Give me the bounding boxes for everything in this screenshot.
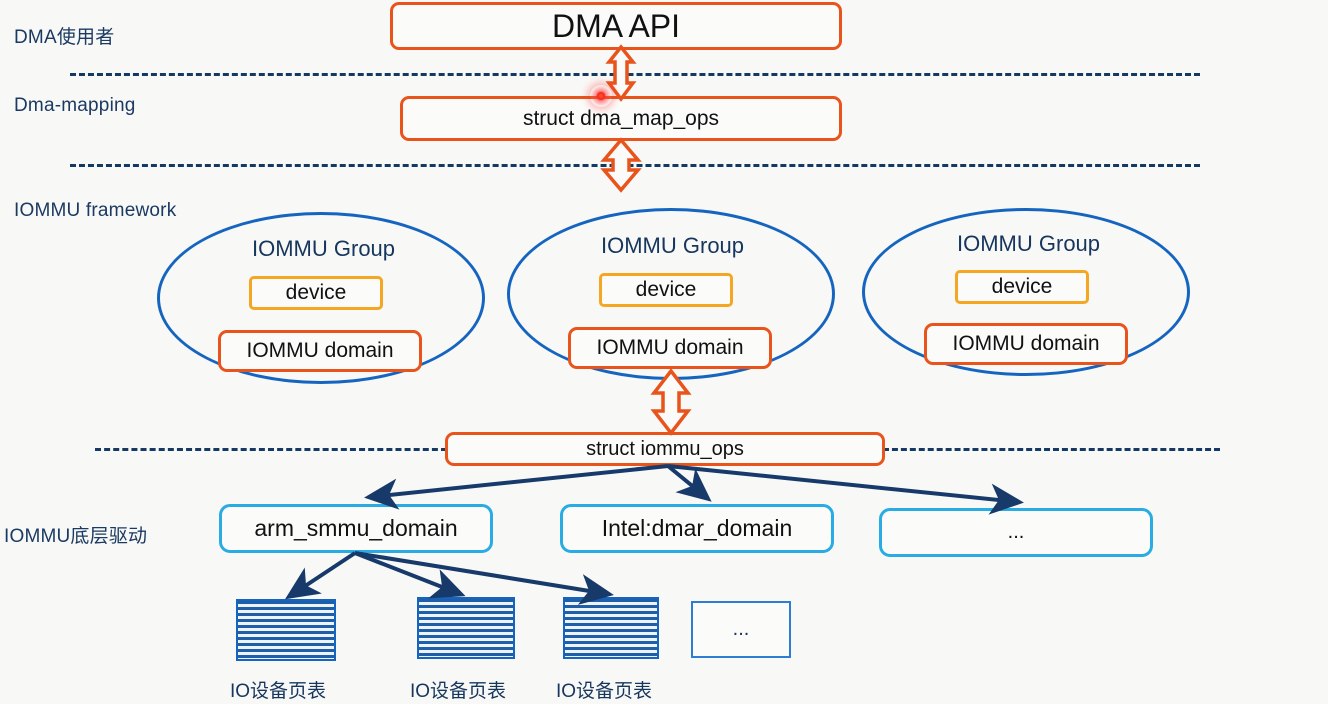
- iommu-group-ellipse-3: [862, 208, 1190, 376]
- box-other-domain[interactable]: ...: [879, 508, 1153, 557]
- box-iommu-domain-3[interactable]: IOMMU domain: [924, 323, 1128, 365]
- box-struct-dma-map-ops[interactable]: struct dma_map_ops: [400, 96, 842, 141]
- connector-iommu-ops-to-arm-smmu: [364, 464, 669, 510]
- iommu-group-title-1: IOMMU Group: [252, 236, 396, 261]
- double-arrow-iommu-group-to-iommu-ops: [650, 368, 692, 436]
- layer-label-dma-mapping: Dma-mapping: [14, 95, 136, 116]
- layer-separator-3-left: [95, 448, 447, 451]
- connector-iommu-ops-to-other: [667, 464, 1024, 515]
- connector-iommu-ops-to-intel-dmar: [666, 464, 712, 502]
- connector-arm-smmu-to-pt-2: [354, 551, 466, 599]
- io-page-table-placeholder: ...: [691, 601, 791, 658]
- layer-separator-2: [70, 164, 1200, 167]
- box-device-1[interactable]: device: [249, 276, 383, 310]
- layer-separator-1: [70, 73, 1200, 76]
- io-page-table-1: [236, 599, 336, 661]
- layer-label-iommu-driver: IOMMU底层驱动: [4, 526, 148, 547]
- layer-label-iommu-framework: IOMMU framework: [14, 200, 177, 221]
- layer-label-dma-user: DMA使用者: [14, 27, 115, 48]
- layer-separator-3-right: [883, 448, 1220, 451]
- io-page-table-label-2: IO设备页表: [410, 681, 507, 702]
- io-page-table-2: [417, 597, 515, 659]
- connector-arm-smmu-to-pt-3: [354, 551, 614, 605]
- box-intel-dmar-domain[interactable]: Intel:dmar_domain: [560, 504, 834, 553]
- iommu-group-title-3: IOMMU Group: [957, 231, 1101, 256]
- box-iommu-domain-1[interactable]: IOMMU domain: [218, 330, 422, 372]
- iommu-group-ellipse-1: [157, 212, 485, 384]
- box-device-3[interactable]: device: [955, 270, 1089, 304]
- io-page-table-label-3: IO设备页表: [556, 681, 653, 702]
- box-device-2[interactable]: device: [599, 273, 733, 307]
- connector-arm-smmu-to-pt-1: [284, 551, 357, 600]
- iommu-group-title-2: IOMMU Group: [601, 233, 745, 258]
- box-iommu-domain-2[interactable]: IOMMU domain: [568, 327, 772, 369]
- box-arm-smmu-domain[interactable]: arm_smmu_domain: [219, 504, 493, 553]
- laser-pointer-cursor: [590, 85, 612, 107]
- io-page-table-3: [563, 597, 659, 659]
- box-dma-api[interactable]: DMA API: [390, 2, 842, 50]
- io-page-table-label-1: IO设备页表: [230, 681, 327, 702]
- box-struct-iommu-ops[interactable]: struct iommu_ops: [445, 432, 885, 466]
